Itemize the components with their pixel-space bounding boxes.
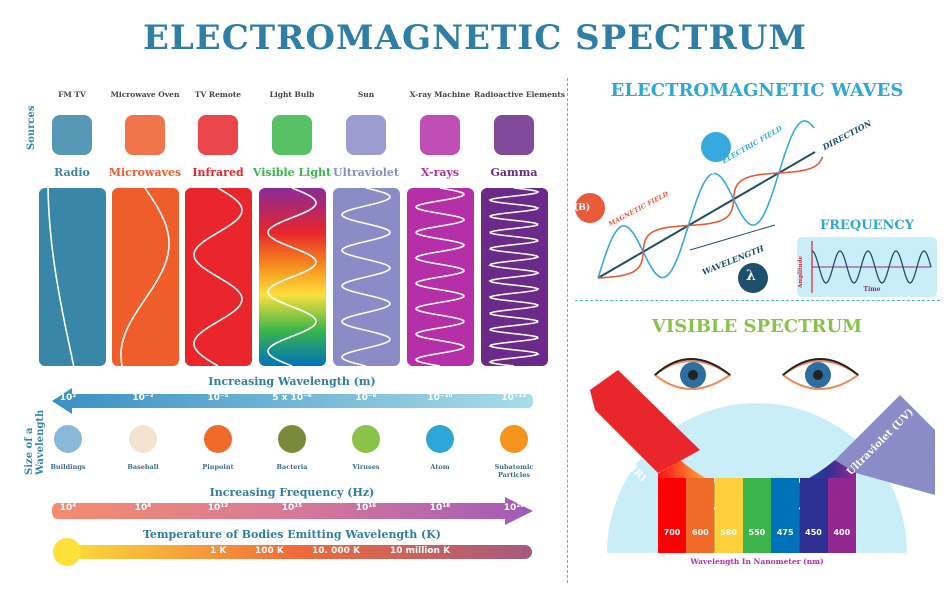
band-600: 600 <box>686 478 715 553</box>
e-field-symbol: (E) <box>700 166 716 176</box>
nanometer-axis-label: Wavelength In Nanometer (nm) <box>690 557 824 566</box>
temp-tick: 100 K <box>255 546 284 556</box>
band-580: 580 <box>714 478 743 553</box>
wave-bar <box>481 188 548 366</box>
type-label: Ultraviolet <box>333 166 399 179</box>
frequency-tick: 10¹² <box>207 503 229 513</box>
type-label: Visible Light <box>252 166 332 179</box>
wavelength-tick: 10³ <box>59 393 77 403</box>
wave-bar <box>39 188 106 366</box>
temp-tick: 10. 000 K <box>312 546 360 556</box>
amplitude-label: Amplitude <box>798 256 804 288</box>
source-label: Radioactive Elements <box>474 90 566 99</box>
type-label: Radio <box>54 166 90 179</box>
temperature-bar <box>53 538 532 566</box>
microwave-oven-icon <box>125 115 165 155</box>
buildings-icon <box>54 425 82 453</box>
source-label: FM TV <box>58 90 86 99</box>
sources-label: Sources <box>26 105 37 150</box>
sun-icon <box>346 115 386 155</box>
temperature-label: Temperature of Bodies Emitting Wavelengt… <box>142 528 442 541</box>
band-label: 400 <box>833 528 851 537</box>
xray-machine-icon <box>420 115 460 155</box>
wave-bar <box>333 188 400 366</box>
band-550: 550 <box>742 478 771 553</box>
band-label: 700 <box>663 528 681 537</box>
radioactive-icon <box>494 115 534 155</box>
viruses-icon <box>352 425 380 453</box>
temp-tick: 10 million K <box>390 546 451 556</box>
wavelength-arrow <box>52 388 533 414</box>
frequency-tick: 10⁴ <box>59 503 77 513</box>
source-label: Light Bulb <box>269 90 315 99</box>
type-label: X-rays <box>420 166 460 179</box>
size-item-label: Subatomic Particles <box>494 463 534 479</box>
band-label: 580 <box>720 528 737 537</box>
visible-spectrum-title: VISIBLE SPECTRUM <box>651 316 863 337</box>
em-waves-title: ELECTROMAGNETIC WAVES <box>610 80 904 101</box>
tv-remote-icon <box>198 115 238 155</box>
source-label: Sun <box>357 90 375 99</box>
frequency-label: Increasing Frequency (Hz) <box>209 486 375 499</box>
frequency-tick: 10²⁰ <box>503 503 525 513</box>
wavelength-tick: 10⁻¹⁰ <box>427 393 453 403</box>
divider-horizontal <box>575 300 940 301</box>
frequency-title: FREQUENCY <box>819 218 915 233</box>
type-label: Gamma <box>490 166 538 179</box>
frequency-tick: 10¹⁶ <box>355 503 377 513</box>
frequency-tick: 10⁸ <box>134 503 152 513</box>
bacteria-icon <box>278 425 306 453</box>
subatomic-icon <box>500 425 528 453</box>
band-700: 700 <box>658 478 686 553</box>
size-item-label: Baseball <box>127 463 159 471</box>
baseball-icon <box>129 425 157 453</box>
band-label: 475 <box>776 528 794 537</box>
size-item-label: Bacteria <box>276 463 308 471</box>
wave-bar <box>259 188 326 366</box>
wavelength-tick: 10⁻⁸ <box>355 393 377 403</box>
em-wave-diagram <box>575 120 824 293</box>
source-label: Microwave Oven <box>110 90 180 99</box>
frequency-tick: 10¹⁵ <box>281 503 303 513</box>
band-475: 475 <box>771 478 800 553</box>
band-label: 450 <box>805 528 822 537</box>
wavelength-tick: 10⁻⁵ <box>207 393 229 403</box>
type-label: Infrared <box>192 166 244 179</box>
wavelength-tick: 10⁻¹² <box>501 393 527 403</box>
size-item-label: Viruses <box>352 463 380 471</box>
wave-bar <box>407 188 474 366</box>
band-400: 400 <box>827 478 856 553</box>
pinpoint-icon <box>204 425 232 453</box>
frequency-tick: 10¹⁸ <box>429 503 451 513</box>
source-label: TV Remote <box>194 90 242 99</box>
wavelength-tick: 10⁻² <box>132 393 154 403</box>
temp-tick: 1 K <box>210 546 227 556</box>
light-bulb-icon <box>272 115 312 155</box>
divider-vertical <box>567 78 568 583</box>
frequency-graph <box>797 237 937 297</box>
size-item-label: Buildings <box>50 463 86 471</box>
frequency-arrow <box>52 497 533 525</box>
type-label: Microwaves <box>108 166 182 179</box>
band-450: 450 <box>799 478 828 553</box>
lambda-symbol: λ <box>746 268 756 284</box>
b-field-symbol: (B) <box>574 203 591 213</box>
wavelength-tick: 5 x 10⁻⁶ <box>272 393 312 403</box>
page-title: ELECTROMAGNETIC SPECTRUM <box>142 18 808 58</box>
right-eye <box>781 358 860 390</box>
wave-bar <box>112 188 179 366</box>
left-eye <box>653 358 732 390</box>
band-label: 550 <box>748 528 766 537</box>
wave-bar <box>185 188 252 366</box>
radio-tv-icon <box>52 115 92 155</box>
size-item-label: Atom <box>430 463 450 471</box>
atom-icon <box>426 425 454 453</box>
wavelength-label: Increasing Wavelength (m) <box>208 375 376 388</box>
source-label: X-ray Machine <box>409 90 471 99</box>
time-label: Time <box>863 286 881 293</box>
size-item-label: Pinpoint <box>202 463 234 471</box>
band-label: 600 <box>691 528 709 537</box>
